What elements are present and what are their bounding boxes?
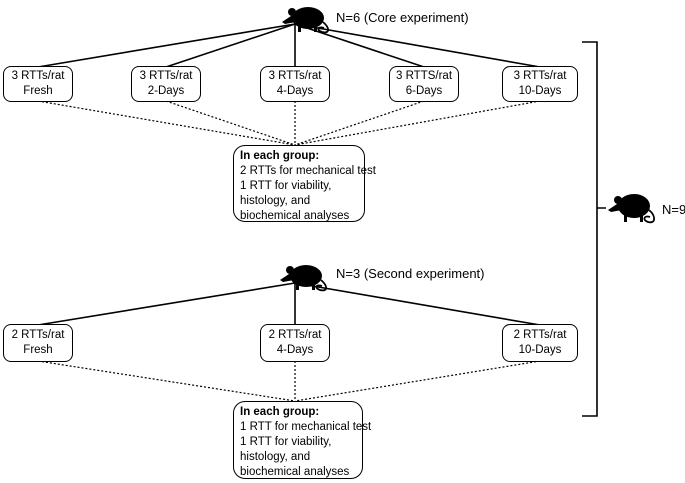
rat-icon bbox=[282, 7, 330, 34]
group-timepoint: 6-Days bbox=[405, 85, 443, 97]
info-heading: In each group: bbox=[240, 150, 320, 162]
core-group-10days: 3 RTTs/rat 10-Days bbox=[502, 66, 578, 102]
group-count: 3 RTTs/rat bbox=[11, 70, 65, 82]
core-info-box: In each group: 2 RTTs for mechanical tes… bbox=[233, 145, 376, 222]
core-experiment-label: N=6 (Core experiment) bbox=[336, 10, 469, 25]
group-timepoint: 2-Days bbox=[147, 85, 185, 97]
group-timepoint: 4-Days bbox=[276, 85, 314, 97]
group-timepoint: Fresh bbox=[23, 85, 53, 97]
group-timepoint: 10-Days bbox=[518, 344, 562, 356]
second-group-4days: 2 RTTs/rat 4-Days bbox=[260, 324, 330, 362]
core-group-2days: 3 RTTs/rat 2-Days bbox=[131, 66, 201, 102]
total-n-label: N=9 bbox=[662, 202, 685, 217]
core-group-6days: 3 RTTS/rat 6-Days bbox=[389, 66, 459, 102]
group-count: 2 RTTs/rat bbox=[268, 329, 322, 341]
info-line: 1 RTT for viability, bbox=[240, 436, 332, 448]
core-group-4days: 3 RTTs/rat 4-Days bbox=[260, 66, 330, 102]
group-count: 3 RTTs/rat bbox=[513, 70, 567, 82]
info-heading: In each group: bbox=[240, 406, 320, 418]
rat-icon bbox=[280, 265, 328, 292]
second-experiment-label: N=3 (Second experiment) bbox=[336, 266, 485, 281]
info-line: 2 RTTs for mechanical test bbox=[240, 165, 376, 177]
info-line: histology, and bbox=[240, 195, 311, 207]
group-timepoint: 10-Days bbox=[518, 85, 562, 97]
second-info-box: In each group: 1 RTT for mechanical test… bbox=[233, 401, 372, 479]
group-bracket bbox=[582, 41, 606, 417]
info-line: 1 RTT for viability, bbox=[240, 180, 332, 192]
second-group-10days: 2 RTTs/rat 10-Days bbox=[502, 324, 578, 362]
info-line: histology, and bbox=[240, 451, 311, 463]
group-timepoint: 4-Days bbox=[276, 344, 314, 356]
group-count: 3 RTTs/rat bbox=[268, 70, 322, 82]
info-line: biochemical analyses bbox=[240, 466, 350, 478]
rat-icon bbox=[608, 194, 656, 224]
info-line: biochemical analyses bbox=[240, 210, 350, 222]
second-group-fresh: 2 RTTs/rat Fresh bbox=[3, 324, 73, 362]
group-count: 3 RTTs/rat bbox=[139, 70, 193, 82]
info-line: 1 RTT for mechanical test bbox=[240, 421, 372, 433]
group-count: 2 RTTs/rat bbox=[11, 329, 65, 341]
group-count: 2 RTTs/rat bbox=[513, 329, 567, 341]
group-count: 3 RTTS/rat bbox=[395, 70, 453, 82]
core-group-fresh: 3 RTTs/rat Fresh bbox=[3, 66, 73, 102]
group-timepoint: Fresh bbox=[23, 344, 53, 356]
